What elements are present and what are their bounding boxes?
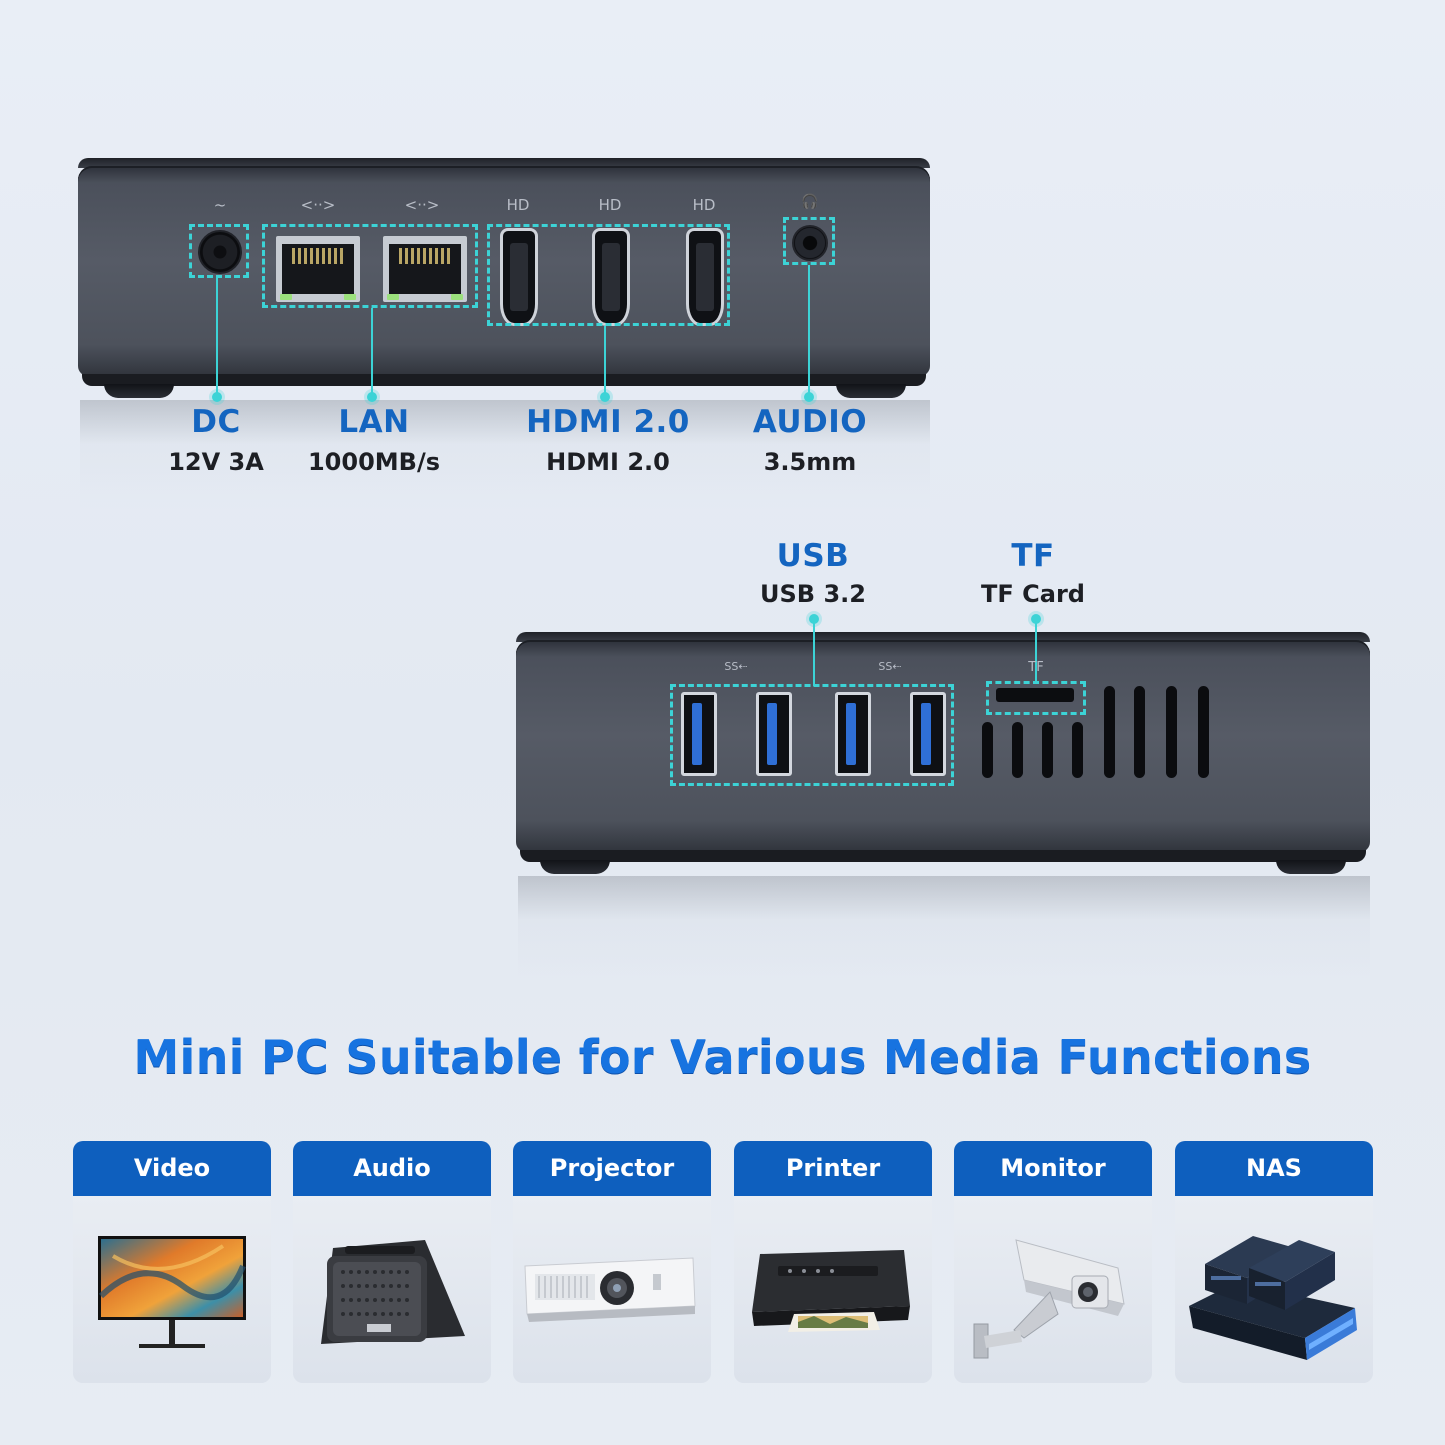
card-projector: Projector [513,1141,711,1383]
top-pc-foot-left [104,384,174,398]
hdmi-callout-spec: HDMI 2.0 [546,448,670,476]
hdmi-connector-dot [600,392,610,402]
tf-connector-dot [1031,614,1041,624]
top-pc-lid [78,158,930,168]
dc-callout-spec: 12V 3A [168,448,264,476]
usb-port-3 [835,692,871,776]
lan-symbol-icon: <··> [404,196,440,214]
card-title: Projector [513,1141,711,1196]
dc-callout-title: DC [191,404,241,440]
card-nas: NAS [1175,1141,1373,1383]
usb-superspeed-icon: SS⇠ [724,660,748,673]
page-headline: Mini PC Suitable for Various Media Funct… [133,1030,1312,1084]
bottom-pc-reflection [518,876,1370,986]
vent-slot [1198,686,1209,778]
vent-slot [1104,686,1115,778]
vent-slot [1012,722,1023,778]
vent-slot [1072,722,1083,778]
headphone-icon: 🎧 [801,194,819,210]
hdmi-port-3 [686,228,724,326]
monitor-feathers-icon [98,1236,246,1348]
hdmi-symbol-label: HD [506,196,530,214]
hdmi-symbol-label: HD [692,196,716,214]
vent-slot [1166,686,1177,778]
usb-connector-line [813,620,815,686]
card-title: Audio [293,1141,491,1196]
hdmi-highlight-box [487,224,730,326]
audio-jack-port [792,225,828,261]
usb-port-1 [681,692,717,776]
vent-slot [1042,722,1053,778]
bottom-pc-base [520,850,1366,862]
dc-highlight-box [189,224,249,278]
lan-connector-dot [367,392,377,402]
dc-power-port [198,230,242,274]
lan-connector-line [371,308,373,396]
projector-icon [524,1257,696,1322]
audio-callout-spec: 3.5mm [763,448,857,476]
dc-symbol-icon: ~ [213,196,227,214]
tf-symbol-label: TF [1028,660,1044,675]
audio-callout-title: AUDIO [752,404,868,440]
usb-port-2 [756,692,792,776]
audio-connector-line [808,265,810,396]
card-image [1175,1196,1373,1383]
dc-connector-dot [212,392,222,402]
audio-connector-dot [804,392,814,402]
card-image [513,1196,711,1383]
bottom-pc-lid [516,632,1370,642]
usb-callout-title: USB [776,538,850,574]
vent-slot [982,722,993,778]
card-title: Printer [734,1141,932,1196]
tf-highlight-box [986,681,1086,715]
card-image [954,1196,1152,1383]
audio-highlight-box [783,217,835,265]
lan-callout-title: LAN [338,404,410,440]
nas-drives-icon [1189,1236,1357,1360]
top-pc-reflection [80,400,930,510]
card-audio: Audio [293,1141,491,1383]
usb-port-4 [910,692,946,776]
usb-callout-spec: USB 3.2 [760,580,866,608]
vent-slot [1134,686,1145,778]
usb-highlight-box [670,684,954,786]
card-video: Video [73,1141,271,1383]
card-image [73,1196,271,1383]
security-camera-icon [973,1239,1125,1359]
hdmi-port-2 [592,228,630,326]
tf-callout-spec: TF Card [981,580,1085,608]
card-title: Video [73,1141,271,1196]
hdmi-callout-title: HDMI 2.0 [526,404,690,440]
card-title: Monitor [954,1141,1152,1196]
usb-connector-dot [809,614,819,624]
card-monitor: Monitor [954,1141,1152,1383]
usb-superspeed-icon: SS⇠ [878,660,902,673]
top-pc-base [82,374,926,386]
tf-connector-line [1035,620,1037,684]
lan-port-1 [276,236,360,302]
speaker-icon [321,1240,465,1344]
bottom-pc-foot-right [1276,860,1346,874]
hdmi-symbol-label: HD [598,196,622,214]
lan-callout-spec: 1000MB/s [307,448,441,476]
hdmi-port-1 [500,228,538,326]
card-image [734,1196,932,1383]
lan-port-2 [383,236,467,302]
tf-callout-title: TF [1011,538,1055,574]
card-title: NAS [1175,1141,1373,1196]
lan-symbol-icon: <··> [300,196,336,214]
printer-icon [752,1250,910,1332]
hdmi-connector-line [604,326,606,396]
card-printer: Printer [734,1141,932,1383]
bottom-pc-foot-left [540,860,610,874]
card-image [293,1196,491,1383]
tf-card-slot [996,688,1074,702]
dc-connector-line [216,278,218,396]
lan-highlight-box [262,224,478,308]
top-pc-foot-right [836,384,906,398]
